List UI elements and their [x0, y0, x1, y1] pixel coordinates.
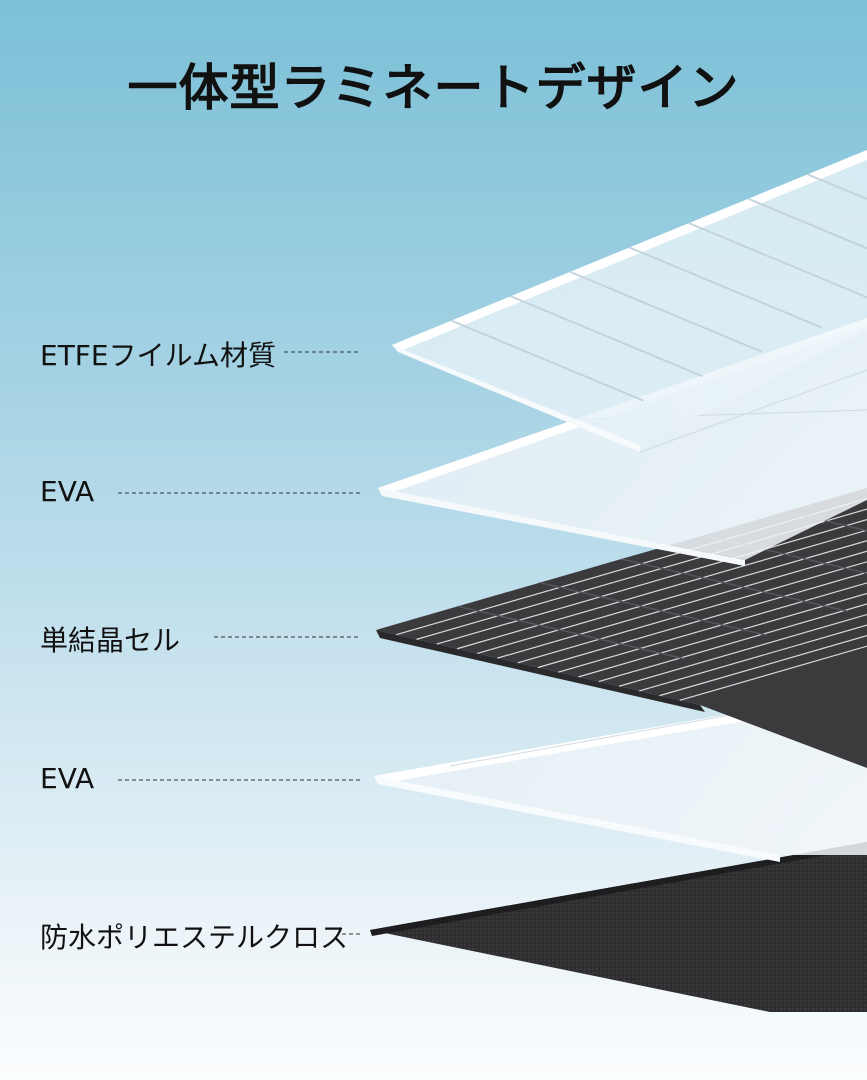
cell-busbar [517, 561, 867, 664]
cell-busbar [456, 529, 867, 650]
etfe-film-layer [392, 150, 867, 452]
label-eva-lower: EVA [40, 762, 94, 795]
cell-busbar [639, 624, 867, 692]
cell-busbar [598, 603, 867, 683]
leader-lines [118, 351, 362, 935]
film-ridge [688, 222, 867, 299]
label-text: 防水ポリエステルクロス [40, 921, 349, 954]
cell-busbar [497, 550, 867, 659]
film-ridge [807, 173, 867, 201]
cell-grid [396, 497, 867, 701]
cell-busbar [578, 592, 867, 678]
cell-divider [539, 581, 767, 636]
page-title: 一体型ラミネートデザイン [127, 59, 740, 117]
cloth-layer [370, 842, 867, 1012]
film-ridge [629, 246, 822, 329]
film-ridge [747, 197, 867, 250]
cell-busbar [679, 645, 867, 701]
cell-busbar [477, 540, 867, 655]
cell-divider [457, 605, 685, 660]
label-text: ETFEフイルム材質 [40, 339, 277, 372]
film-ridge [569, 270, 763, 353]
film-ridge [450, 319, 644, 402]
label-etfe-film: ETFEフイルム材質 [40, 334, 276, 374]
label-text: EVA [40, 762, 95, 795]
cell-busbar [618, 613, 867, 687]
label-text: 単結晶セル [40, 624, 181, 657]
label-polyester-cloth: 防水ポリエステルクロス [40, 916, 348, 956]
label-text: EVA [40, 475, 95, 508]
cell-busbar [436, 519, 867, 645]
film-grid [450, 173, 867, 402]
label-mono-cell: 単結晶セル [40, 619, 180, 659]
label-eva-upper: EVA [40, 475, 94, 508]
cell-busbar [558, 582, 867, 673]
cell-divider [621, 558, 849, 613]
cell-busbar [659, 635, 867, 697]
film-ridge [510, 295, 704, 378]
